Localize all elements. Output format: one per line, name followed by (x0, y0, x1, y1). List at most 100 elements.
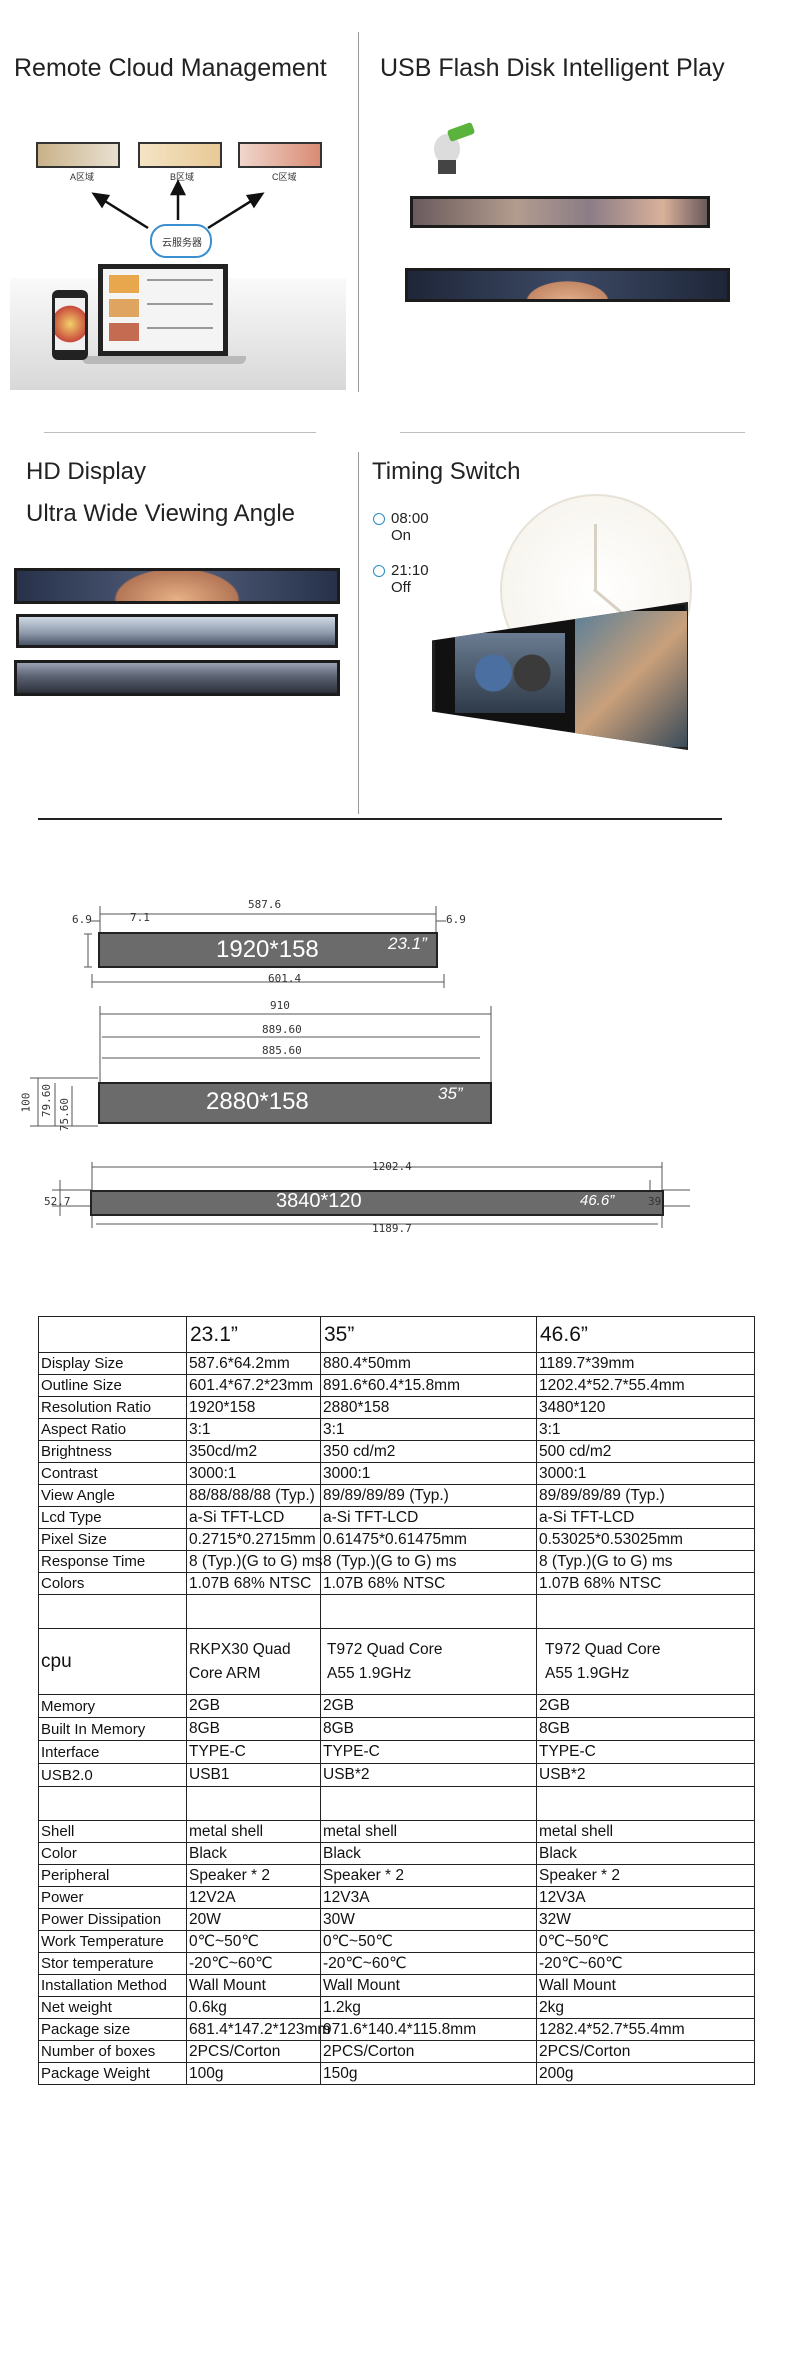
panel-46-6-size: 46.6” (580, 1192, 615, 1209)
spec-value: 8 (Typ.)(G to G) ms (186, 1550, 322, 1573)
cpu-46-6-line1: T972 Quad Core (545, 1640, 661, 1658)
spec-label: Resolution Ratio (38, 1396, 187, 1419)
spec-value: 12V3A (536, 1886, 755, 1909)
cloud-server-icon (150, 224, 212, 258)
panel-35-resolution: 2880*158 (206, 1088, 309, 1115)
spec-value: TYPE-C (536, 1740, 755, 1764)
spec-label: Pixel Size (38, 1528, 187, 1551)
spec-label: Package size (38, 2018, 187, 2041)
spec-value: 3480*120 (536, 1396, 755, 1419)
dim-46-inner: 1189.7 (372, 1222, 412, 1235)
spec-value: 8 (Typ.)(G to G) ms (536, 1550, 755, 1573)
spec-label: Aspect Ratio (38, 1418, 187, 1441)
spec-value: 350cd/m2 (186, 1440, 321, 1463)
spec-value: 0.61475*0.61475mm (320, 1528, 537, 1551)
spec-value: 971.6*140.4*115.8mm (320, 2018, 537, 2041)
spec-value: 0.53025*0.53025mm (536, 1528, 755, 1551)
spec-value: USB*2 (536, 1763, 755, 1787)
spec-value: Black (186, 1842, 321, 1865)
on-label: On (391, 527, 412, 544)
spec-value: 32W (536, 1908, 755, 1931)
area-b-thumb (138, 142, 222, 168)
spec-spacer-row (38, 1594, 755, 1629)
spec-label: Shell (38, 1820, 187, 1843)
spec-value: 0.6kg (186, 1996, 321, 2019)
spec-value: 30W (320, 1908, 537, 1931)
usb-strip-2 (405, 268, 730, 302)
spec-value: 89/89/89/89 (Typ.) (536, 1484, 755, 1507)
spec-value: -20℃~60℃ (536, 1952, 755, 1975)
spec-value: Speaker * 2 (320, 1864, 537, 1887)
dim-35-inner: 885.60 (262, 1044, 302, 1057)
feature-divider-vertical-top (358, 32, 359, 392)
dimension-drawing-lines (30, 906, 690, 1228)
spec-value: 0℃~50℃ (320, 1930, 537, 1953)
spec-label: Power (38, 1886, 187, 1909)
spec-value: 3:1 (186, 1418, 321, 1441)
spec-value: metal shell (320, 1820, 537, 1843)
spec-value: 1.07B 68% NTSC (536, 1572, 755, 1595)
cpu-35-line2: A55 1.9GHz (327, 1664, 412, 1682)
dim-23-left-inner: 7.1 (130, 911, 150, 924)
spec-value: 681.4*147.2*123mm (186, 2018, 330, 2041)
panel-35-size: 35” (438, 1084, 463, 1103)
spec-value: 1189.7*39mm (536, 1352, 755, 1375)
cpu-46-6-line2: A55 1.9GHz (545, 1664, 630, 1682)
panel-23-1-resolution: 1920*158 (216, 936, 319, 963)
spec-label: USB2.0 (38, 1763, 187, 1787)
cpu-35-line1: T972 Quad Core (327, 1640, 443, 1658)
spec-label: Contrast (38, 1462, 187, 1485)
spec-value: 3:1 (320, 1418, 537, 1441)
on-time: 08:00 (391, 510, 429, 527)
spec-label: Power Dissipation (38, 1908, 187, 1931)
spec-label: Display Size (38, 1352, 187, 1375)
spec-label: Outline Size (38, 1374, 187, 1397)
spec-value: 1.07B 68% NTSC (186, 1572, 321, 1595)
spec-label: Lcd Type (38, 1506, 187, 1529)
clock-on-icon (373, 513, 385, 525)
spec-value: Black (536, 1842, 755, 1865)
dim-46-left-height: 52.7 (44, 1195, 71, 1208)
spec-value: TYPE-C (186, 1740, 321, 1764)
spec-value: Wall Mount (186, 1974, 321, 1997)
spec-value: a-Si TFT-LCD (186, 1506, 321, 1529)
hd-strip-2 (16, 614, 338, 648)
spec-value: 2PCS/Corton (186, 2040, 321, 2063)
hd-strip-1 (14, 568, 340, 604)
spec-value: USB*2 (320, 1763, 537, 1787)
section-divider (38, 818, 722, 820)
spec-value: 200g (536, 2062, 755, 2085)
cpu-23-1-line1: RKPX30 Quad (189, 1640, 291, 1658)
spec-value: 1.07B 68% NTSC (320, 1572, 537, 1595)
spec-value: USB1 (186, 1763, 321, 1787)
spec-value: 0℃~50℃ (186, 1930, 321, 1953)
area-b-label: B区域 (170, 172, 195, 182)
spec-label: Work Temperature (38, 1930, 187, 1953)
header-23-1: 23.1” (186, 1316, 321, 1353)
panel-35 (98, 1082, 492, 1124)
panel-46-6 (90, 1190, 664, 1216)
spec-value: Wall Mount (320, 1974, 537, 1997)
spec-value: 601.4*67.2*23mm (186, 1374, 321, 1397)
area-c-thumb (238, 142, 322, 168)
spec-value: 880.4*50mm (320, 1352, 537, 1375)
spec-label: Interface (38, 1740, 187, 1764)
header-46-6: 46.6” (536, 1316, 755, 1353)
